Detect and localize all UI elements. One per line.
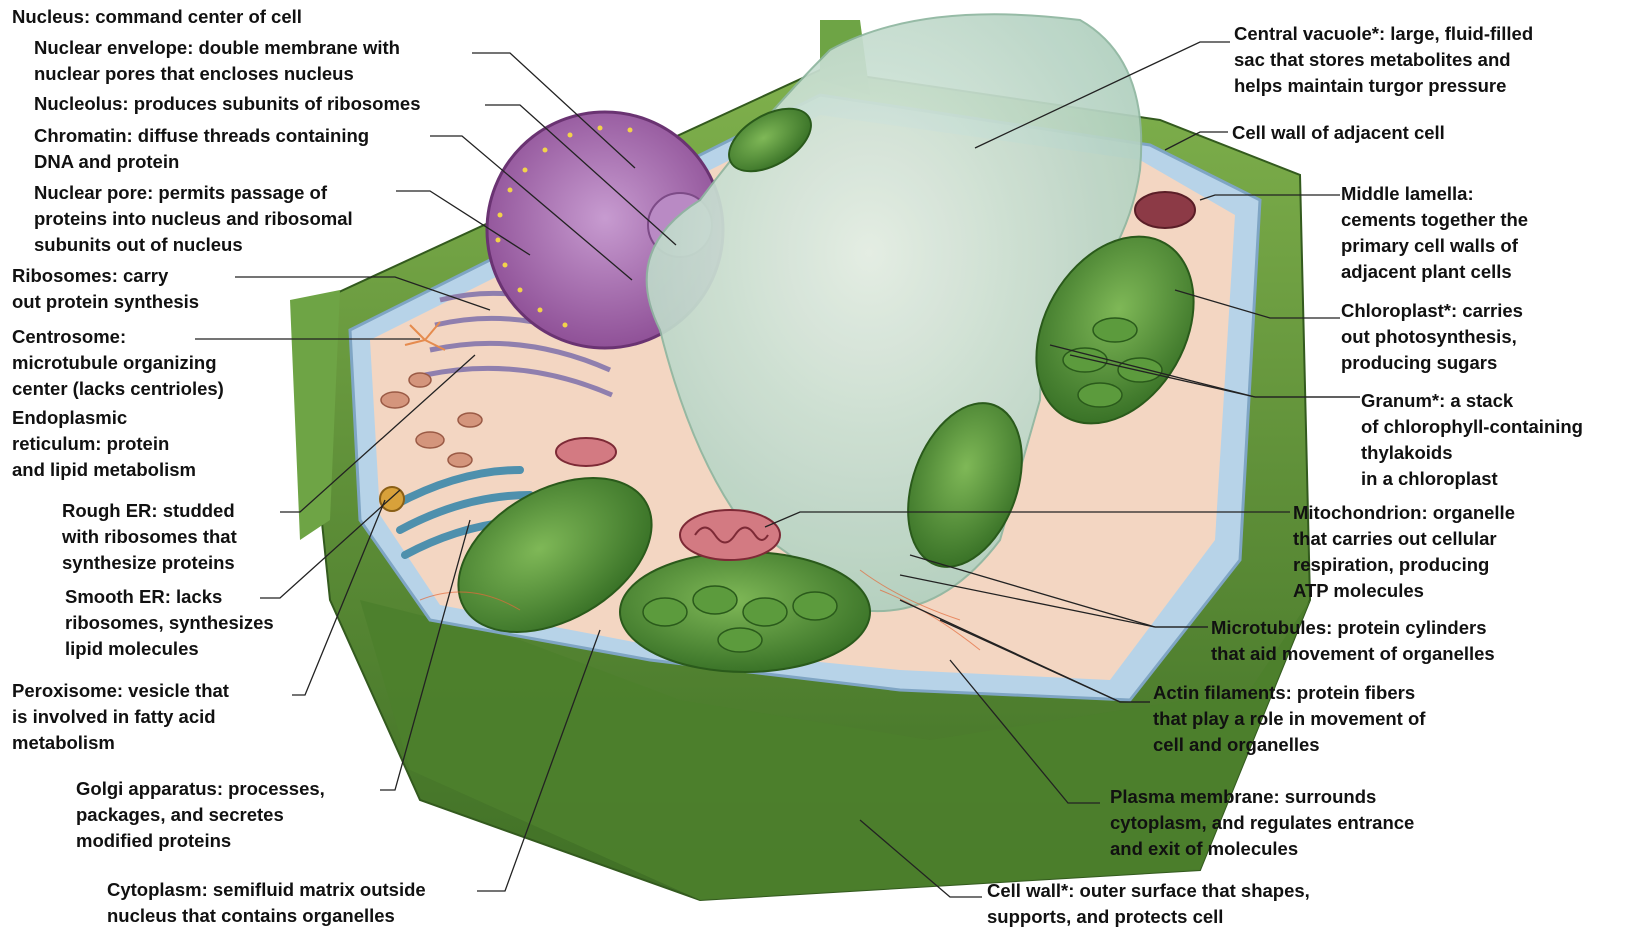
label-cell-wall-adjacent: Cell wall of adjacent cell <box>1232 120 1445 146</box>
label-cell-wall: Cell wall*: outer surface that shapes,su… <box>987 878 1310 930</box>
label-nucleus: Nucleus: command center of cell <box>12 4 302 30</box>
label-nucleolus: Nucleolus: produces subunits of ribosome… <box>34 91 421 117</box>
mitochondrion-top-right <box>1135 192 1195 228</box>
mitochondrion-small <box>556 438 616 466</box>
label-golgi-apparatus: Golgi apparatus: processes,packages, and… <box>76 776 325 854</box>
peroxisome <box>380 487 404 511</box>
